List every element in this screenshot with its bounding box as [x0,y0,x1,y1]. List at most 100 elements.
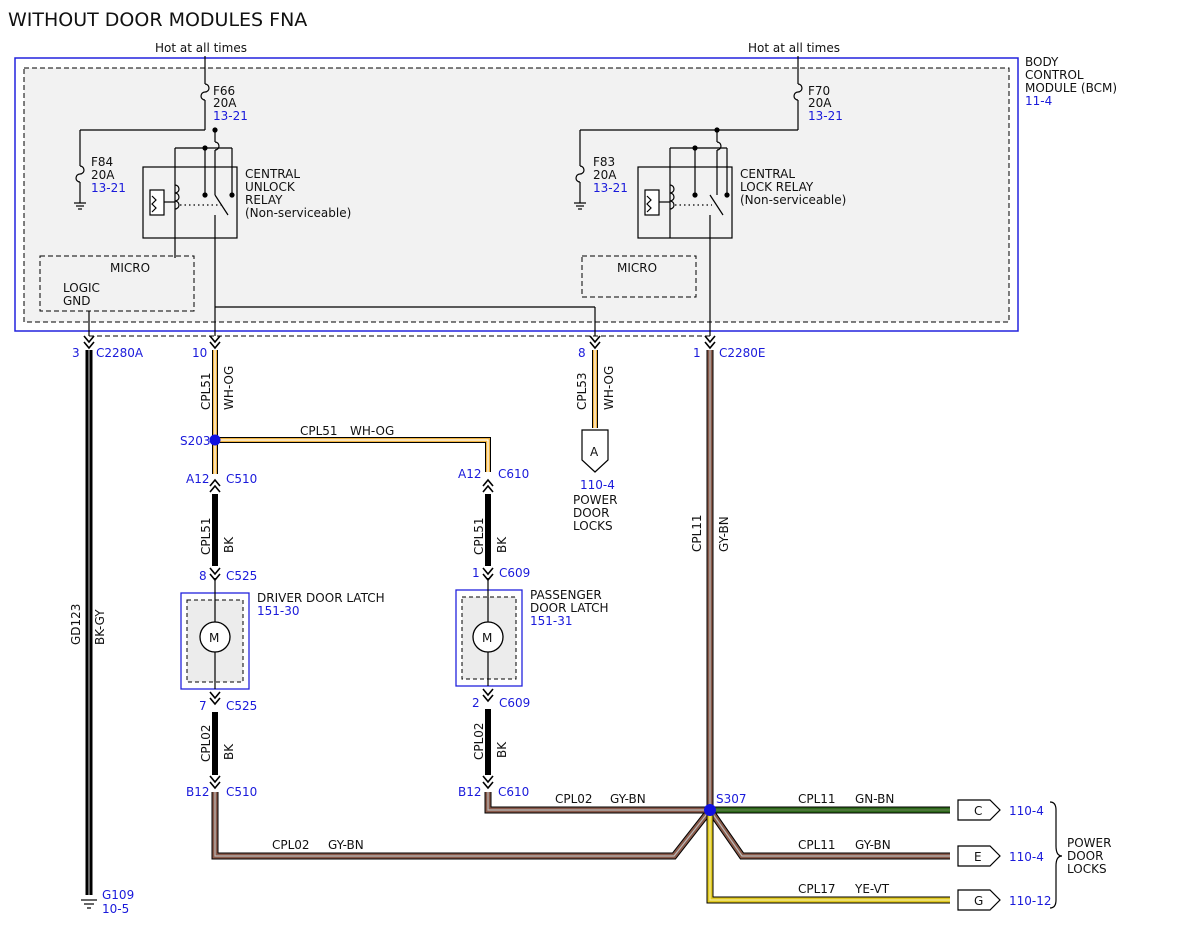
micro-box-right [581,255,697,298]
pin-a12-right: A12 [458,467,481,481]
micro-box-left [39,255,195,312]
power-door-locks-label-3: LOCKS [1067,862,1107,876]
micro-label-left: MICRO [110,261,150,275]
passenger-latch-label-2: DOOR LATCH [530,601,609,615]
fuse-f66-amps: 20A [213,96,237,110]
hot-label-right: Hot at all times [748,41,840,55]
wire-cpl11-label-e: CPL11 [798,838,836,852]
offpage-e-connector [957,845,1001,867]
connector-c609-top: C609 [499,566,530,580]
passenger-latch-ref: 151-31 [530,614,573,628]
wire-gy-bn-label-h2: GY-BN [610,792,646,806]
pin-b12-right: B12 [458,785,482,799]
offpage-g-letter: G [974,894,983,908]
offpage-a-letter: A [590,445,599,459]
wire-cpl11-label-c: CPL11 [798,792,836,806]
wire-wh-og-label-h: WH-OG [350,424,394,438]
fuse-f84-ref: 13-21 [91,181,126,195]
fuse-f66-ref: 13-21 [213,109,248,123]
micro-label-right: MICRO [617,261,657,275]
passenger-motor-icon [472,621,504,653]
wire-cpl02-gy-bn-driver [211,792,713,860]
driver-latch-ref: 151-30 [257,604,300,618]
wire-cpl02-label-h2: CPL02 [555,792,593,806]
pin-2: 2 [472,696,480,710]
offpage-a-label-1: POWER [573,493,617,507]
hot-label-left: Hot at all times [155,41,247,55]
wire-gy-bn-label-h1: GY-BN [328,838,364,852]
splice-s203 [209,434,221,446]
lock-relay-circuit [574,56,803,336]
wire-cpl02-gy-bn-passenger [484,792,710,814]
wire-wh-og-label-1: WH-OG [222,366,236,410]
lock-relay-label-3: (Non-serviceable) [740,193,846,207]
ground-g109-ref: 10-5 [102,902,129,916]
fuse-f84-amps: 20A [91,168,115,182]
c2280a-pin8-chevron [589,335,601,349]
fuse-f66-name: F66 [213,84,235,98]
fuse-f84-name: F84 [91,155,113,169]
offpage-a-label-2: DOOR [573,506,609,520]
wire-cpl02-label-h1: CPL02 [272,838,310,852]
bcm-label-2: CONTROL [1025,68,1084,82]
unlock-relay-label-3: RELAY [245,193,283,207]
bcm-label-3: MODULE (BCM) [1025,81,1117,95]
passenger-motor-label: M [482,631,492,645]
pin-7: 7 [199,699,207,713]
ground-g109-symbol [81,899,97,909]
unlock-relay-label-4: (Non-serviceable) [245,206,351,220]
offpage-a-ref: 110-4 [580,478,615,492]
offpage-e-letter: E [974,850,982,864]
c609-pin2-chevron [482,688,494,702]
wire-cpl11-gy-bn-e [707,808,950,860]
passenger-latch-label-1: PASSENGER [530,588,602,602]
connector-c525-bottom: C525 [226,699,257,713]
offpage-c-ref: 110-4 [1009,804,1044,818]
power-door-locks-brace [1049,801,1063,909]
fuse-f70-amps: 20A [808,96,832,110]
wire-bk-label-2: BK [495,536,509,553]
connector-c525-top: C525 [226,569,257,583]
wire-cpl53-label: CPL53 [575,372,589,410]
wire-gd123-label: GD123 [69,604,83,645]
pin-b12-left: B12 [186,785,210,799]
c510-a12-chevron [209,479,221,493]
connector-c510-top: C510 [226,472,257,486]
offpage-e-ref: 110-4 [1009,850,1044,864]
wire-gy-bn-label-v: GY-BN [717,516,731,552]
pin-10: 10 [192,346,207,360]
wire-cpl17-ye-vt [706,810,950,904]
wire-wh-og-label-2: WH-OG [602,366,616,410]
unlock-relay-label-1: CENTRAL [245,167,300,181]
bcm-ref: 11-4 [1025,94,1052,108]
logic-gnd-2: GND [63,294,91,308]
c2280a-pin10-chevron [209,335,221,349]
bcm-inner-box [23,67,1010,323]
wire-bk-label-1: BK [222,536,236,553]
offpage-a-label-3: LOCKS [573,519,613,533]
splice-s203-label: S203 [180,434,211,448]
offpage-c-connector [957,799,1001,821]
wire-bk-gy-label: BK-GY [93,609,107,645]
pin-8: 8 [578,346,586,360]
wire-cpl17-label: CPL17 [798,882,836,896]
wire-cpl51-label-1: CPL51 [199,372,213,410]
power-door-locks-label-2: DOOR [1067,849,1103,863]
wire-bk-label-3: BK [222,743,236,760]
connector-c2280a: C2280A [96,346,144,360]
power-door-locks-label-1: POWER [1067,836,1111,850]
driver-latch-label: DRIVER DOOR LATCH [257,591,385,605]
connector-c610-top: C610 [498,467,529,481]
fuse-f70-ref: 13-21 [808,109,843,123]
wire-cpl51-wh-og [212,350,491,474]
c610-b12-chevron [482,775,494,789]
fuse-f83-ref: 13-21 [593,181,628,195]
wire-bk-label-4: BK [495,741,509,758]
splice-s307 [704,804,716,816]
wire-cpl02-label-driver: CPL02 [199,724,213,762]
wire-cpl11-label-v: CPL11 [690,514,704,552]
splice-s307-label: S307 [716,792,747,806]
wire-gy-bn-label-e: GY-BN [855,838,891,852]
ground-g109: G109 [102,888,134,902]
offpage-c-letter: C [974,804,982,818]
